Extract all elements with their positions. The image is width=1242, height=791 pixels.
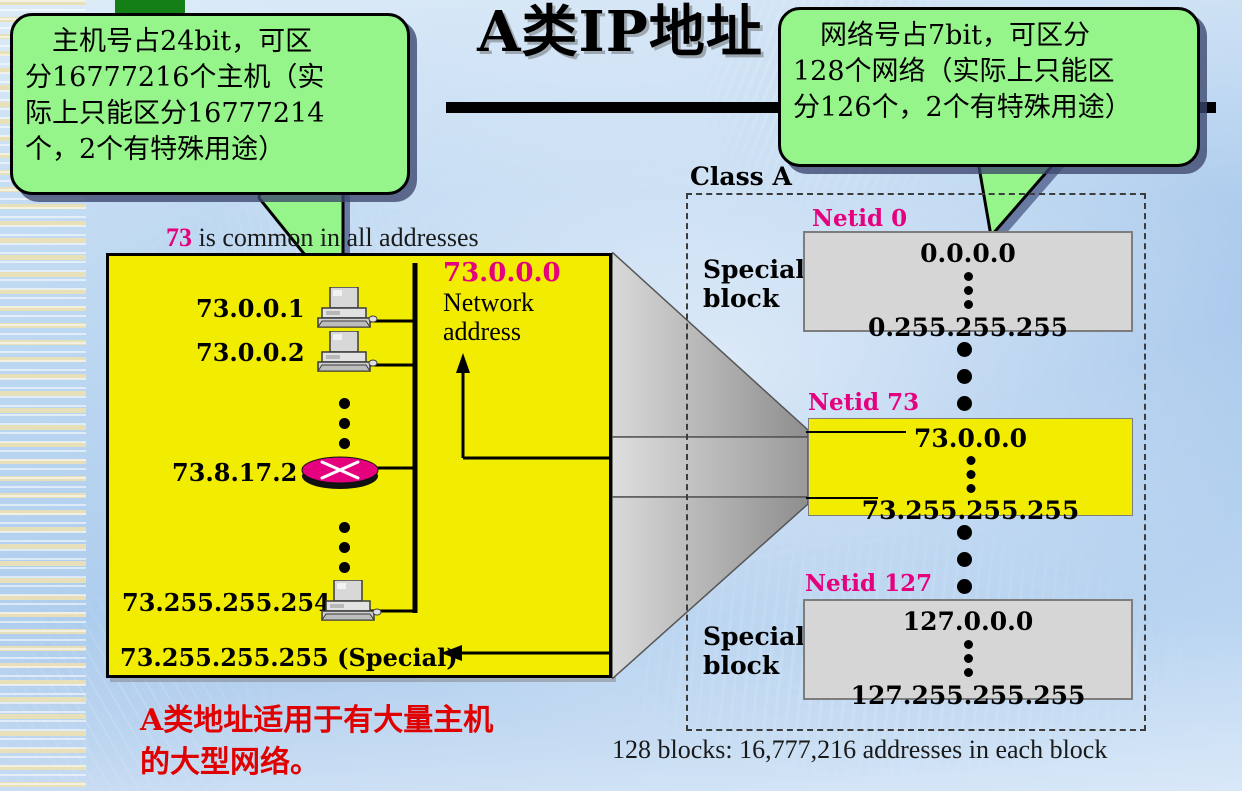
special-block-label-bottom: Special block — [703, 622, 805, 680]
ellipsis-dots-block-0 — [805, 272, 1131, 309]
callout-left-line-2: 分16777216个主机（实 — [25, 62, 325, 93]
special-block-label-bottom-line1: Special — [703, 622, 805, 651]
host-ip-3: 73.8.17.2 — [172, 458, 298, 487]
expansion-funnel-shape — [612, 252, 808, 679]
router-icon — [301, 456, 379, 489]
netid-73-leader-lines — [806, 431, 906, 499]
green-tab-marker — [115, 0, 185, 13]
block-73-last-address: 73.255.255.255 — [861, 496, 1080, 525]
address-block-netid-0: 0.0.0.0 0.255.255.255 — [803, 231, 1133, 342]
host-ip-1: 73.0.0.1 — [196, 294, 305, 323]
block-127-first-address: 127.0.0.0 — [902, 607, 1034, 636]
ellipsis-dots-left-upper — [339, 398, 350, 449]
address-block-netid-73: 73.0.0.0 73.255.255.255 — [808, 418, 1133, 525]
callout-right-line-3: 分126个，2个有特殊用途） — [793, 92, 1132, 123]
callout-right-bubble: 网络号占7bit，可区分 128个网络（实际上只能区 分126个，2个有特殊用途… — [778, 7, 1200, 167]
callout-left-line-1: 主机号占24bit，可区 — [25, 26, 313, 57]
summary-note-line-1: A类地址适用于有大量主机 — [140, 703, 494, 738]
address-block-netid-127: 127.0.0.0 127.255.255.255 — [803, 599, 1133, 710]
callout-left-line-4: 个，2个有特殊用途） — [25, 134, 286, 165]
callout-right-line-1: 网络号占7bit，可区分 — [793, 20, 1090, 51]
network-address-value: 73.0.0.0 — [443, 258, 561, 288]
computer-icon — [317, 331, 378, 372]
ellipsis-dots-between-0-73 — [957, 342, 972, 411]
network-bus-lines — [336, 263, 612, 661]
ellipsis-dots-left-lower — [339, 522, 350, 573]
class-a-label: Class A — [690, 162, 792, 191]
blocks-footnote: 128 blocks: 16,777,216 addresses in each… — [612, 735, 1108, 764]
common-prefix-rest: is common in all addresses — [192, 223, 479, 252]
common-prefix-caption: 73 is common in all addresses — [166, 223, 479, 253]
special-block-label-top-line1: Special — [703, 255, 805, 284]
block-73-first-address: 73.0.0.0 — [913, 424, 1028, 453]
network-address-caption-line2: address — [443, 317, 521, 346]
network-address-caption: Network address — [443, 288, 534, 346]
ellipsis-dots-block-73 — [809, 456, 1132, 493]
ellipsis-dots-between-73-127 — [957, 525, 972, 594]
block-127-last-address: 127.255.255.255 — [850, 681, 1086, 710]
page-title: A类IP地址 — [477, 0, 763, 65]
netid-label-0: Netid 0 — [812, 205, 908, 232]
common-prefix-value: 73 — [166, 223, 192, 252]
computer-icon — [317, 287, 378, 328]
special-block-label-bottom-line2: block — [703, 651, 780, 680]
class-a-dashed-region — [686, 193, 1146, 731]
ellipsis-dots-block-127 — [805, 640, 1131, 677]
summary-note-red: A类地址适用于有大量主机 的大型网络。 — [140, 700, 493, 784]
host-ip-5: 73.255.255.255 (Special) — [120, 643, 458, 672]
special-block-label-top: Special block — [703, 255, 805, 313]
host-ip-4: 73.255.255.254 — [122, 588, 331, 617]
summary-note-line-2: 的大型网络。 — [140, 745, 320, 780]
callout-right-line-2: 128个网络（实际上只能区 — [793, 56, 1115, 87]
block-0-last-address: 0.255.255.255 — [867, 313, 1069, 342]
network-address-caption-line1: Network — [443, 288, 534, 317]
callout-left-line-3: 际上只能区分16777214 — [25, 98, 325, 129]
netid-label-73: Netid 73 — [808, 389, 920, 416]
special-block-label-top-line2: block — [703, 284, 780, 313]
callout-left-bubble: 主机号占24bit，可区 分16777216个主机（实 际上只能区分167772… — [10, 13, 410, 195]
netid-label-127: Netid 127 — [805, 570, 933, 597]
host-ip-2: 73.0.0.2 — [196, 338, 305, 367]
computer-icon — [321, 580, 382, 621]
block-0-first-address: 0.0.0.0 — [920, 239, 1016, 268]
